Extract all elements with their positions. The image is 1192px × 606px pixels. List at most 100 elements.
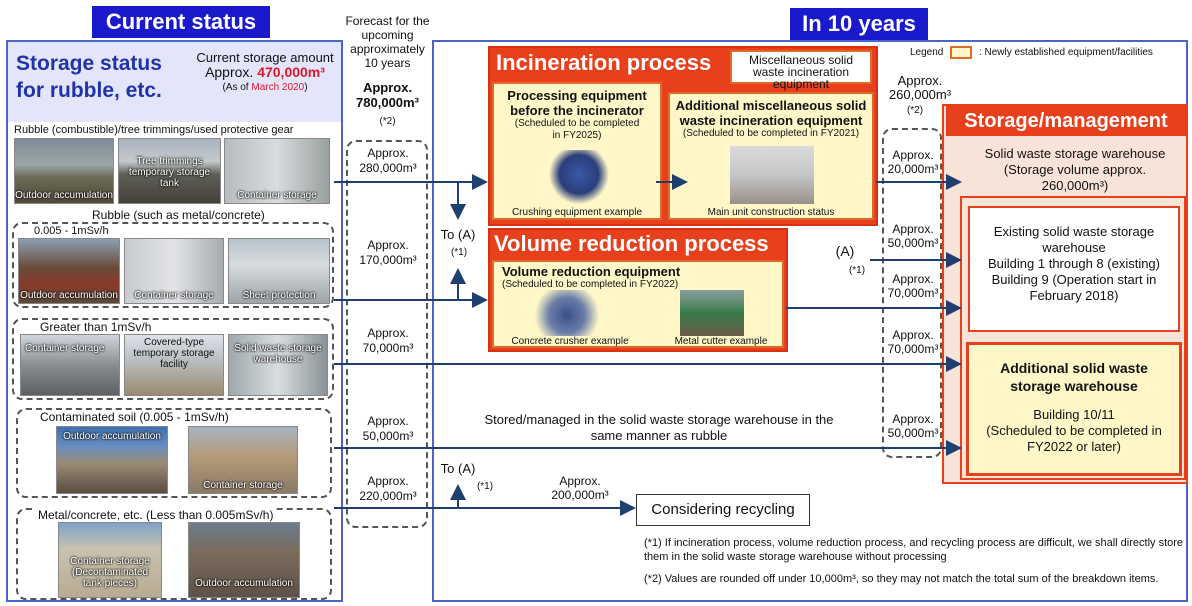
note-2: (*2) Values are rounded off under 10,000… [644,573,1159,585]
photo-caption: Solid waste storage warehouse [234,343,322,365]
amount-label: Current storage amount [196,50,334,65]
photo-caption: Container storage (Decontaminated tank p… [70,556,150,589]
pre-incinerator-title: Processing equipment before the incinera… [507,88,647,118]
photo-caption: Container storage [25,343,105,354]
right-value-1: Approx. 20,000m³ [887,148,939,176]
additional-warehouse-schedule: (Scheduled to be completed in FY2022 or … [986,423,1162,454]
additional-incineration-title: Additional miscellaneous solid waste inc… [675,98,867,128]
legend: Legend : Newly established equipment/fac… [910,46,1153,59]
total-future-note: (*2) [906,105,924,116]
photo-covered-temporary-storage: Covered-type temporary storage facility [124,334,224,396]
to-a-label-1: To (A) [440,227,476,242]
as-of-date: March 2020 [251,82,305,93]
forecast-value-3: Approx. 70,000m³ [362,326,414,355]
additional-building-10-11: Building 10/11 [1033,407,1115,422]
as-of-prefix: (As of [222,82,252,93]
photo-tree-trimmings-tank: Tree trimmings temporary storage tank [118,138,221,204]
forecast-column-box [346,140,428,528]
recycle-value: Approx. 200,000m³ [551,474,609,502]
category-2-label: Rubble (such as metal/concrete) [92,208,265,222]
warehouse-volume: (Storage volume approx. 260,000m³) [1003,162,1147,193]
main-unit-caption: Main unit construction status [707,207,835,218]
storage-management-title: Storage/management [946,106,1186,136]
in-10-years-header: In 10 years [790,8,928,40]
photo-caption: Container storage [134,290,214,301]
to-a-note-1: (*1) [450,247,468,258]
existing-buildings-1-8: Building 1 through 8 (existing) [988,256,1160,271]
photo-caption: Container storage [203,480,283,491]
concrete-crusher-image [530,290,604,336]
pre-incinerator-schedule: (Scheduled to be completed in FY2025) [514,118,640,141]
photo-decontaminated-tank-pieces: Container storage (Decontaminated tank p… [58,522,162,598]
photo-caption: Outdoor accumulation [20,290,118,301]
photo-caption: Outdoor accumulation [195,578,293,589]
to-a-note-2: (*1) [476,481,494,492]
photo-outdoor-accumulation-2: Outdoor accumulation [18,238,120,304]
photo-caption: Tree trimmings temporary storage tank [128,156,211,189]
crushing-equipment-caption: Crushing equipment example [511,207,643,218]
amount-value: 470,000m³ [257,64,325,80]
recycling-box: Considering recycling [636,494,810,526]
warehouse-label: Solid waste storage warehouse [984,146,1166,161]
additional-warehouse-title: Additional solid waste storage warehouse [1000,360,1148,394]
forecast-value-1: Approx. 280,000m³ [359,146,417,175]
category-1-label: Rubble (combustible)/tree trimmings/used… [14,124,294,136]
existing-building-9: Building 9 (Operation start in February … [991,272,1157,303]
photo-outdoor-accumulation-4: Outdoor accumulation [56,426,168,494]
as-of-suffix: ) [304,82,308,93]
right-value-2: Approx. 50,000m³ [887,222,939,250]
incineration-process-title: Incineration process [496,50,712,75]
total-future-value: Approx. 260,000m³ [888,73,952,102]
additional-warehouse-box: Additional solid waste storage warehouse… [966,342,1182,476]
category-3-label: Greater than 1mSv/h [38,320,154,334]
right-value-4: Approx. 70,000m³ [887,328,939,356]
main-unit-construction-image [730,146,814,204]
additional-incineration-schedule: (Scheduled to be completed in FY2021) [682,128,860,139]
photo-solid-waste-warehouse: Solid waste storage warehouse [228,334,328,396]
forecast-value-2: Approx. 170,000m³ [359,238,417,267]
right-values-box [882,128,942,458]
legend-label: Legend [910,47,944,59]
photo-caption: Outdoor accumulation [63,431,161,442]
existing-warehouse-box: Existing solid waste storage warehouse B… [968,206,1180,332]
metal-cutter-caption: Metal cutter example [674,336,768,347]
category-3-group [12,318,334,400]
legend-swatch [950,46,973,59]
forecast-total: Approx. 780,000m³ [356,80,419,110]
note-1: (*1) If incineration process, volume red… [644,537,1184,563]
photo-outdoor-accumulation-5: Outdoor accumulation [188,522,300,598]
volume-equipment-title: Volume reduction equipment [502,264,681,279]
forecast-value-4: Approx. 50,000m³ [362,414,414,443]
forecast-total-note: (*2) [379,116,396,127]
forecast-header: Forecast for the upcoming approximately … [345,14,430,70]
photo-container-storage-1: Container storage [224,138,330,204]
right-value-3: Approx. 70,000m³ [887,272,939,300]
photo-caption: Covered-type temporary storage facility [133,337,215,370]
amount-prefix: Approx. [205,64,258,80]
category-2-group [12,222,334,308]
photo-caption: Sheet protection [242,290,316,301]
photo-container-storage-3: Container storage [20,334,120,396]
metal-cutter-image [680,290,744,336]
photo-outdoor-accumulation-1: Outdoor accumulation [14,138,114,204]
to-a-label-2: To (A) [440,461,476,476]
current-storage-amount: Current storage amount Approx. 470,000m³… [192,50,338,95]
misc-incineration-label: Miscellaneous solid waste incineration e… [730,50,872,90]
right-value-5: Approx. 50,000m³ [887,412,939,440]
photo-container-storage-4: Container storage [188,426,298,494]
concrete-crusher-caption: Concrete crusher example [511,336,629,347]
volume-equipment-schedule: (Scheduled to be completed in FY2022) [502,279,679,290]
soil-storage-text: Stored/managed in the solid waste storag… [484,412,834,443]
photo-container-storage-2: Container storage [124,238,224,304]
forecast-value-5: Approx. 220,000m³ [359,474,417,503]
a-note: (*1) [848,265,866,276]
category-2-sublabel: 0.005 - 1mSv/h [34,225,109,237]
category-5-label: Metal/concrete, etc. (Less than 0.005mSv… [36,508,276,522]
current-status-header: Current status [92,6,270,38]
crushing-equipment-image [548,150,610,204]
category-4-group [16,408,332,498]
existing-warehouse-title: Existing solid waste storage warehouse [993,224,1155,255]
storage-status-box [8,42,341,122]
category-4-label: Contaminated soil (0.005 - 1mSv/h) [38,410,231,424]
